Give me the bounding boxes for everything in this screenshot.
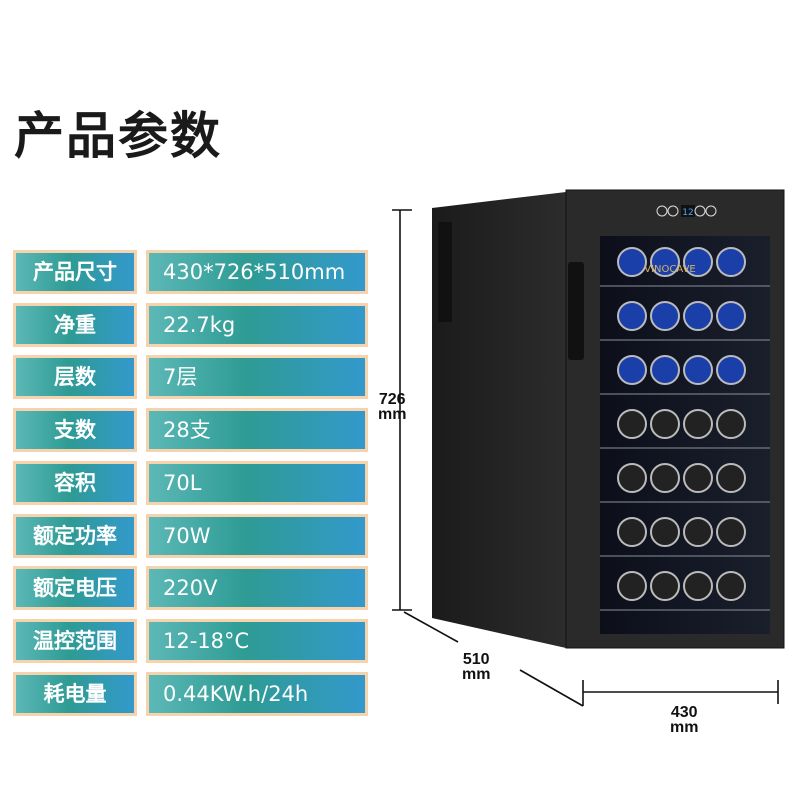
bottle bbox=[716, 571, 746, 601]
bottle bbox=[650, 571, 680, 601]
spec-label: 额定电压 bbox=[13, 566, 137, 611]
spec-value: 22.7kg bbox=[146, 302, 368, 347]
bottle bbox=[683, 301, 713, 331]
bottle bbox=[650, 301, 680, 331]
spec-value: 70L bbox=[146, 460, 368, 505]
vent-grille bbox=[438, 222, 452, 322]
spec-label: 额定功率 bbox=[13, 513, 137, 558]
bottle bbox=[617, 571, 647, 601]
control-panel: 12 bbox=[656, 205, 717, 218]
bottle bbox=[650, 463, 680, 493]
bottle bbox=[716, 517, 746, 547]
spec-label: 净重 bbox=[13, 302, 137, 347]
bottle bbox=[683, 571, 713, 601]
bottle bbox=[617, 355, 647, 385]
spec-label: 容积 bbox=[13, 460, 137, 505]
bottle bbox=[716, 301, 746, 331]
spec-value: 70W bbox=[146, 513, 368, 558]
spec-value: 28支 bbox=[146, 408, 368, 453]
bottle bbox=[617, 301, 647, 331]
handle bbox=[568, 262, 584, 360]
bottle bbox=[683, 463, 713, 493]
bottle bbox=[683, 517, 713, 547]
spec-value: 430*726*510mm bbox=[146, 250, 368, 294]
bottle bbox=[716, 247, 746, 277]
bottle bbox=[650, 355, 680, 385]
bottle bbox=[683, 409, 713, 439]
bottle bbox=[617, 247, 647, 277]
bottle bbox=[683, 247, 713, 277]
spec-value: 220V bbox=[146, 566, 368, 611]
spec-label: 温控范围 bbox=[13, 618, 137, 663]
bottle bbox=[650, 247, 680, 277]
bottle bbox=[683, 355, 713, 385]
bottle bbox=[617, 517, 647, 547]
bottle bbox=[716, 463, 746, 493]
bottle-racks bbox=[600, 247, 770, 611]
spec-label: 层数 bbox=[13, 355, 137, 400]
page-title: 产品参数 bbox=[14, 107, 222, 165]
bottle bbox=[650, 517, 680, 547]
bottle bbox=[716, 409, 746, 439]
bottle bbox=[716, 355, 746, 385]
spec-value: 7层 bbox=[146, 355, 368, 400]
temp-display: 12 bbox=[682, 208, 693, 218]
spec-label: 耗电量 bbox=[13, 671, 137, 716]
spec-label: 支数 bbox=[13, 408, 137, 453]
spec-label: 产品尺寸 bbox=[13, 250, 137, 294]
spec-value: 0.44KW.h/24h bbox=[146, 671, 368, 716]
cooler-side-panel bbox=[432, 192, 566, 648]
bottle bbox=[617, 463, 647, 493]
bottle bbox=[617, 409, 647, 439]
bottle bbox=[650, 409, 680, 439]
brand-logo: VINOCAVE bbox=[644, 264, 695, 275]
spec-value: 12-18°C bbox=[146, 618, 368, 663]
dimension-lines bbox=[392, 209, 779, 707]
